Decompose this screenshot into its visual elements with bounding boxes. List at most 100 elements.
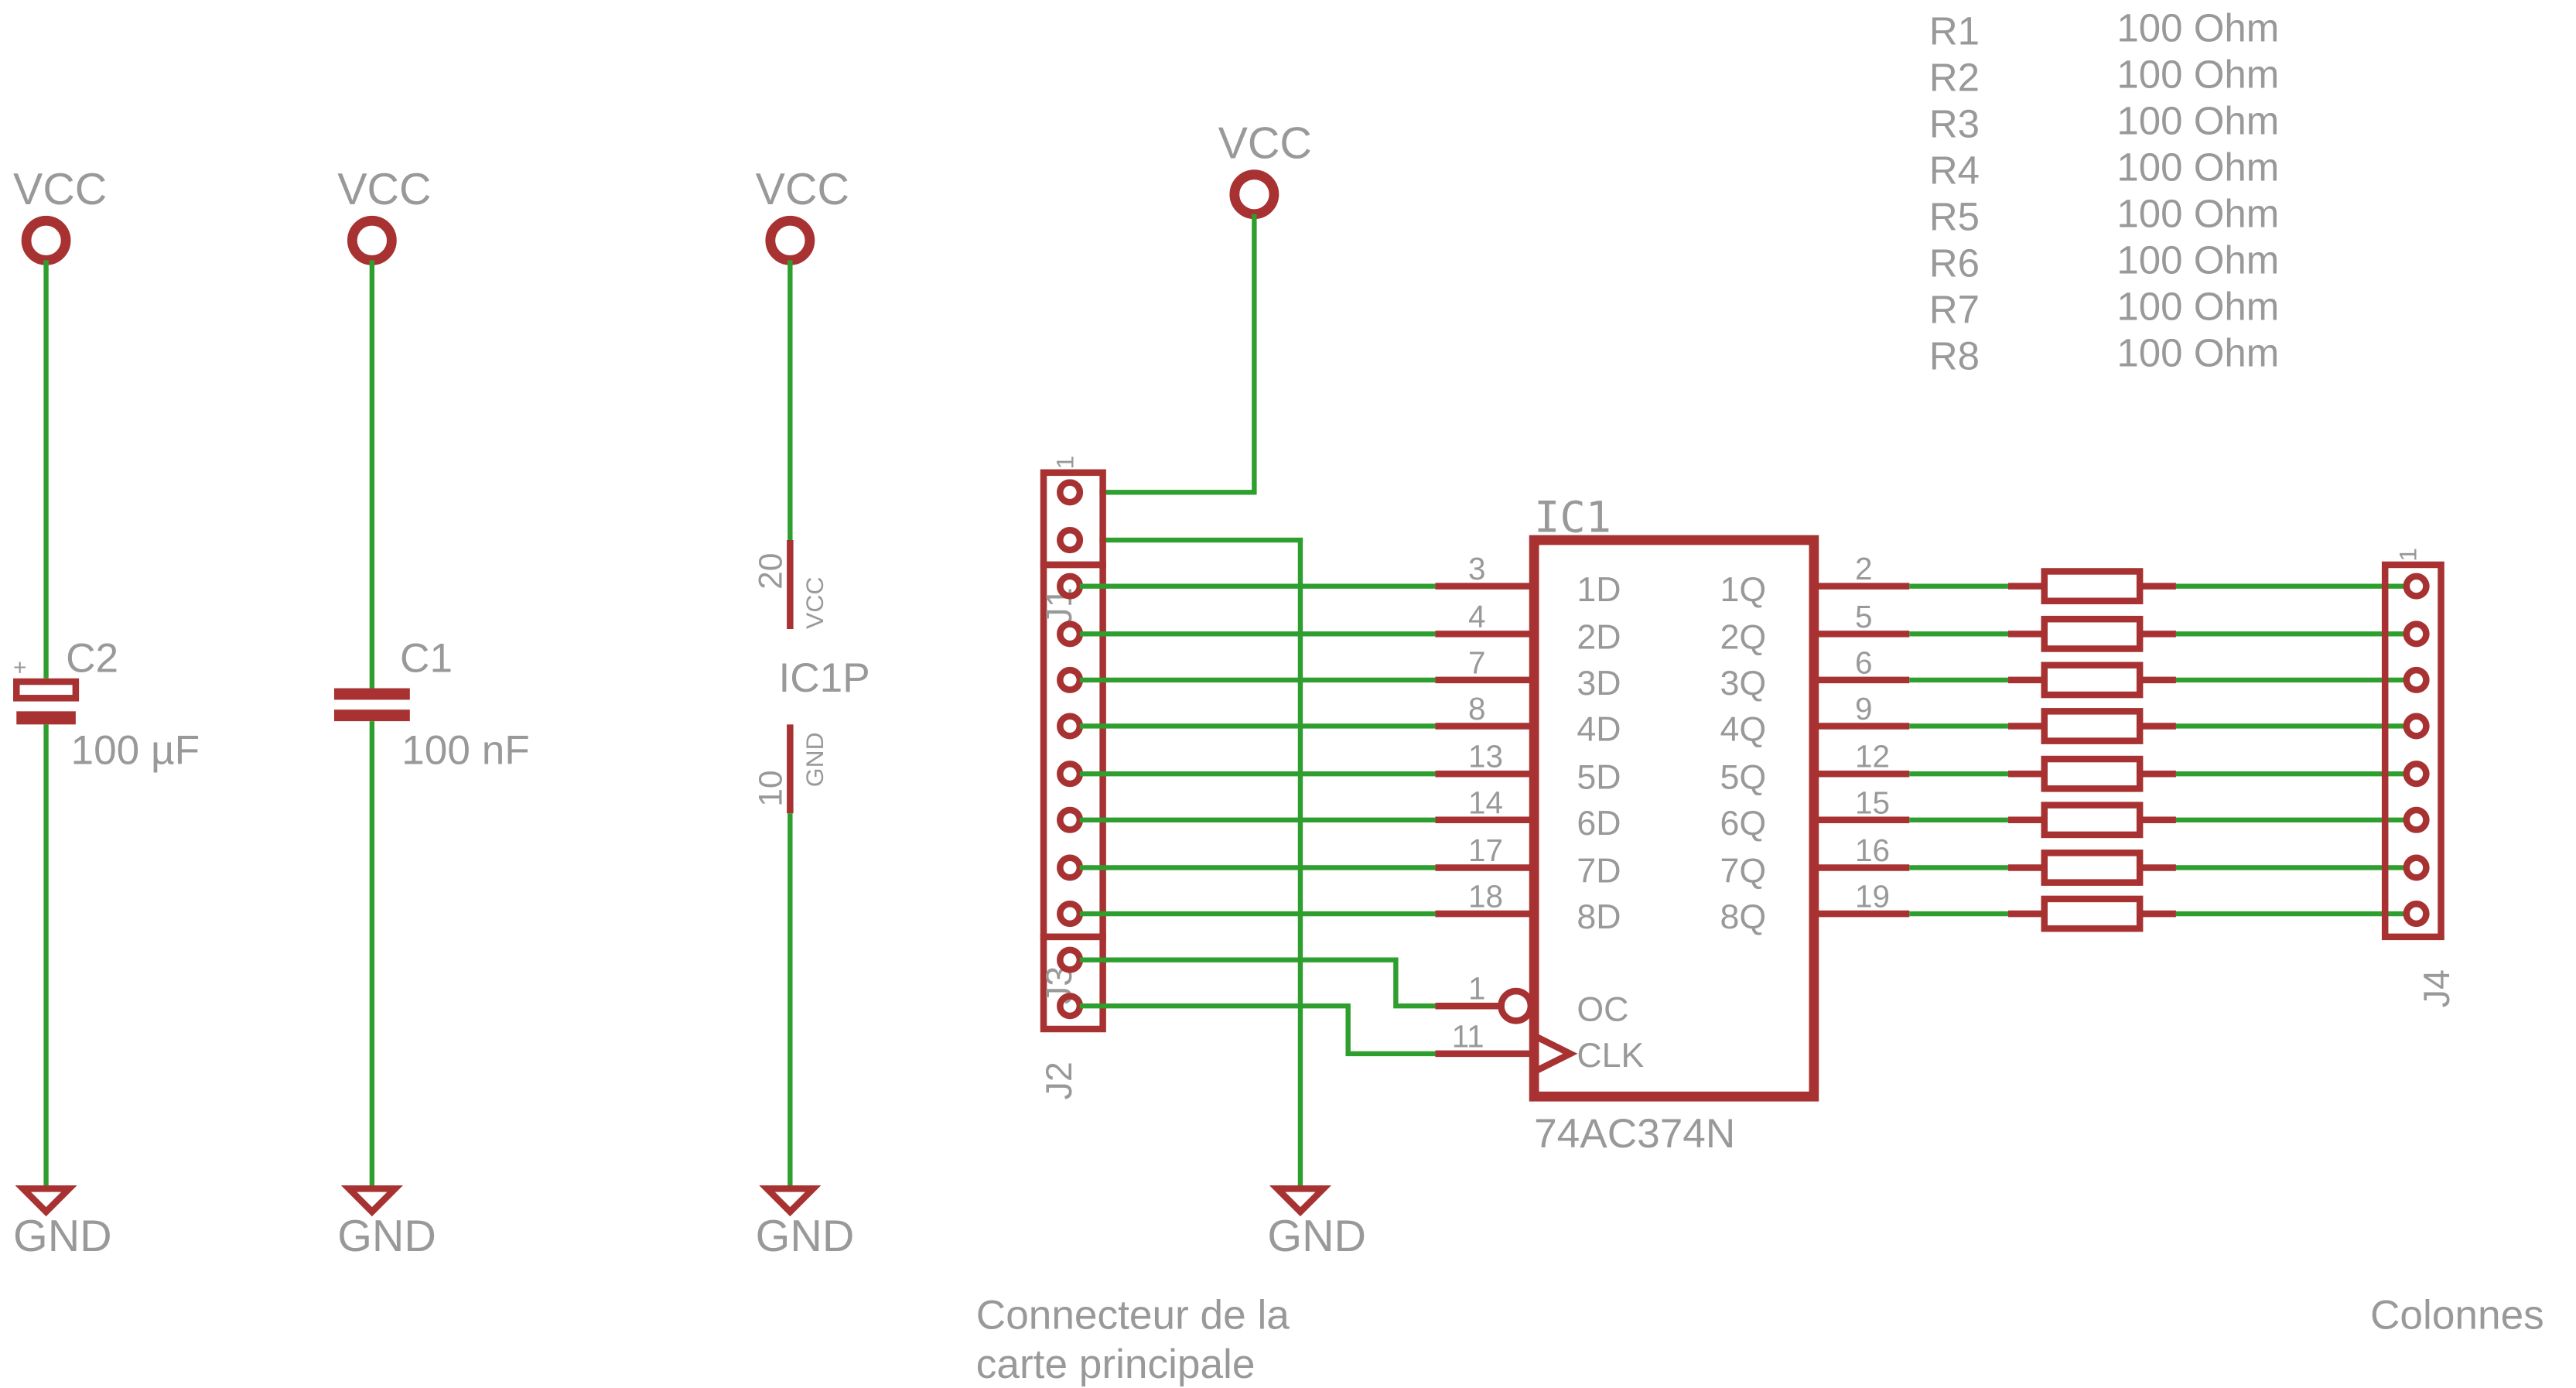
resistor [2041,708,2144,744]
main-connector: VCC GND 1 J1 J3 J2 Connecteur de la cart… [976,118,1366,1387]
connector-pin [2403,666,2430,693]
ic-input-pin-number: 4 [1468,599,1485,634]
ic-input-label: 5D [1577,758,1621,796]
resistor-legend-name: R7 [1929,288,1980,332]
main-board-label: Connecteur de la [976,1292,1290,1338]
vcc-label: VCC [756,165,849,214]
connector-pin [1057,946,1084,973]
connector-pin [1057,527,1084,554]
connector-pin1-label: 1 [1051,456,1078,470]
connector-pin [1057,479,1084,506]
gnd-symbol [759,1185,822,1217]
connector-pin [2403,854,2430,881]
power-pin-label: VCC [801,577,828,629]
connector-pin [2403,713,2430,740]
connector-pin [1057,901,1084,928]
ic-input-label: 2D [1577,618,1621,656]
inversion-bubble [1498,987,1535,1024]
ic-clk-label: CLK [1577,1037,1644,1075]
resistor [2041,802,2144,839]
resistor-legend-name: R2 [1929,56,1980,100]
ic-output-pin-number: 9 [1855,691,1872,726]
ic-input-label: 1D [1577,571,1621,609]
c2-branch: VCC GND + C2 100 µF [13,165,200,1261]
ic-output-pin-number: 12 [1855,739,1890,774]
connector-pin [2403,620,2430,648]
connector-pin [1057,761,1084,788]
ic-input-pin-number: 17 [1468,832,1503,868]
ic-output-label: 2Q [1720,618,1767,656]
resistor-legend-value: 100 Ohm [2116,145,2279,189]
clock-triangle [1532,1032,1578,1075]
columns-label: Colonnes [2370,1292,2544,1338]
resistor-legend-value: 100 Ohm [2116,330,2279,374]
connector-name-j4: J4 [2417,969,2457,1007]
resistor [2041,615,2144,652]
vcc-label: VCC [337,165,431,214]
capacitor-plate-negative [16,711,76,725]
ic-body [1529,535,1819,1102]
ic-input-pin-number: 13 [1468,739,1503,774]
ic-output-pin-number: 16 [1855,832,1890,868]
gnd-label: GND [756,1212,855,1261]
resistor [2041,850,2144,886]
ic-power-name: IC1P [778,655,869,701]
power-pin-number: 10 [753,770,790,806]
gnd-symbol [340,1185,403,1217]
ic-input-pin-number: 7 [1468,644,1485,680]
connector-pin [1057,854,1084,881]
capacitor-polarity: + [13,655,26,681]
capacitor-value: 100 nF [401,727,530,773]
resistor-legend-name: R6 [1929,241,1980,285]
ic-input-label: 3D [1577,665,1621,703]
resistor-legend-name: R3 [1929,102,1980,146]
gnd-symbol [15,1185,77,1217]
clk-wire [1079,1003,1436,1057]
connector-pin [2403,573,2430,600]
ic-output-label: 1Q [1720,571,1767,609]
ic-name: IC1 [1534,493,1611,542]
vcc-symbol [347,215,397,265]
wire [1099,214,1257,495]
resistor-legend-name: R5 [1929,195,1980,239]
connector-pin1-label: 1 [2394,548,2422,562]
connector-pin [1057,713,1084,740]
capacitor-value: 100 µF [70,727,200,773]
ic-output-pin-number: 5 [1855,599,1872,634]
resistor-legend-name: R1 [1929,9,1980,53]
main-board-label: carte principale [976,1342,1256,1387]
vcc-symbol [1229,169,1279,220]
resistor-legend-value: 100 Ohm [2116,191,2279,235]
capacitor-plate [333,688,410,700]
ic-output-pin-number: 6 [1855,644,1872,680]
resistor [2041,755,2144,792]
capacitor-plate [333,709,410,722]
connector-pin [1057,806,1084,833]
ic-output-label: 8Q [1720,898,1767,936]
resistor-legend-value: 100 Ohm [2116,284,2279,328]
c1-branch: VCC GND C1 100 nF [333,165,530,1261]
ic-output-pin-number: 19 [1855,879,1890,915]
ic-input-label: 8D [1577,898,1621,936]
ic-output-label: 3Q [1720,665,1767,703]
connector-pin [2403,806,2430,833]
resistor-legend-name: R4 [1929,149,1980,193]
ic-output-label: 7Q [1720,853,1767,891]
ic-input-pin-number: 14 [1468,785,1503,820]
ic-input-pin-number: 18 [1468,879,1503,915]
wire [1099,537,1303,1189]
resistor-legend-value: 100 Ohm [2116,238,2279,282]
ic-input-pin-number: 8 [1468,691,1485,726]
ic-input-pin-number: 3 [1468,551,1485,586]
resistor-legend-value: 100 Ohm [2116,98,2279,142]
ic-part: 74AC374N [1534,1111,1735,1157]
ic-input-label: 7D [1577,853,1621,891]
connector-name-j2: J2 [1039,1062,1079,1099]
ic-clk-pin-number: 11 [1452,1018,1484,1054]
ic-input-label: 6D [1577,805,1621,843]
gnd-label: GND [13,1212,112,1261]
ic-output-pin-number: 15 [1855,785,1890,820]
connector-pin [1057,666,1084,693]
connector-body-j4 [2381,561,2444,941]
